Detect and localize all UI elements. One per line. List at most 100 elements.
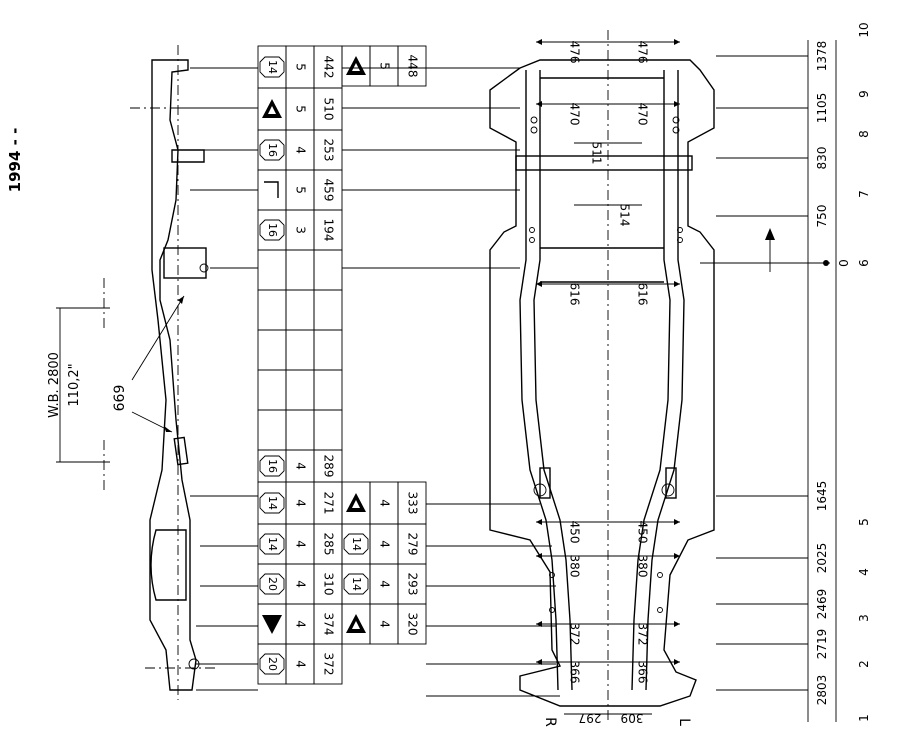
symbol-label: 16: [266, 459, 279, 473]
station-distance: 830: [815, 147, 829, 170]
table-row: 5 459: [257, 169, 343, 211]
count-value: 4: [294, 580, 308, 588]
left-width-value: 470: [568, 103, 582, 126]
length-value: 289: [322, 455, 336, 478]
symbol-label: 14: [266, 60, 279, 74]
count-value: 5: [294, 63, 308, 71]
bottom-dim-left: 309: [621, 711, 644, 725]
table-row: [257, 369, 343, 411]
station-point: 4: [857, 568, 871, 576]
right-width-value: 372: [636, 623, 650, 646]
table-row: 4 320: [341, 603, 427, 645]
station-point: 2: [857, 660, 871, 668]
station-zero-label: 0: [837, 259, 851, 267]
symbol-label: 16: [266, 223, 279, 237]
table-row: 20 4 310: [257, 563, 343, 605]
right-width-value: 380: [636, 555, 650, 578]
station-row: 4 2025: [716, 543, 871, 576]
symbol-label: 20: [266, 577, 279, 591]
octagon-badge: [259, 533, 285, 555]
length-value: 310: [322, 573, 336, 596]
left-width-value: 366: [568, 661, 582, 684]
length-value: 194: [322, 219, 336, 242]
table-row: [257, 289, 343, 331]
table-row: 4 374: [257, 603, 343, 645]
year-label: 1994 - -: [6, 128, 24, 193]
station-point: 7: [857, 190, 871, 198]
station-point: 8: [857, 130, 871, 138]
table-row: 16 3 194: [257, 209, 343, 251]
table-row: [257, 249, 343, 291]
station-row: 5 1645: [716, 481, 871, 526]
length-value: 271: [322, 492, 336, 515]
length-value: 320: [406, 613, 420, 636]
station-row: 9 1105: [716, 90, 871, 123]
count-value: 4: [378, 540, 392, 548]
count-value: 5: [294, 105, 308, 113]
width-row: 514: [574, 204, 642, 226]
table-row: [257, 409, 343, 451]
frame-top-view: R L 297 309: [489, 30, 775, 727]
left-width-value: 380: [568, 555, 582, 578]
right-width-value: 366: [636, 661, 650, 684]
length-value: 279: [406, 533, 420, 556]
count-value: 4: [378, 499, 392, 507]
count-value: 4: [294, 660, 308, 668]
station-point: 5: [857, 518, 871, 526]
station-row: 1 2803: [716, 675, 871, 722]
octagon-badge: [343, 573, 369, 595]
length-value: 442: [322, 56, 336, 79]
length-value: 374: [322, 613, 336, 636]
station-distance: 1378: [815, 41, 829, 72]
count-value: 3: [294, 226, 308, 234]
width-row: 380 380: [536, 553, 680, 577]
wheelbase-inch: 110,2": [67, 363, 82, 406]
count-value: 5: [294, 186, 308, 194]
frame-side-view: [130, 45, 215, 700]
station-distance: 2025: [815, 543, 829, 574]
right-width-value: 450: [636, 521, 650, 544]
station-point: 9: [857, 90, 871, 98]
station-distance: 1105: [815, 93, 829, 124]
wheelbase-dimension: W.B. 2800 110,2": [47, 278, 110, 492]
station-point: 6: [857, 259, 871, 267]
station-row: 6: [700, 259, 871, 267]
side-label-left: L: [676, 718, 692, 726]
length-value: 459: [322, 179, 336, 202]
bracket-icon: [264, 181, 279, 198]
octagon-badge: [259, 56, 285, 78]
station-distance: 2803: [815, 675, 829, 706]
table-row: [257, 329, 343, 371]
count-value: 4: [294, 620, 308, 628]
station-point: 10: [857, 22, 871, 37]
count-value: 4: [294, 462, 308, 470]
table-row: 14 5 442: [257, 45, 343, 89]
length-value: 510: [322, 98, 336, 121]
count-value: 4: [378, 620, 392, 628]
station-point: 1: [857, 714, 871, 722]
octagon-badge: [343, 533, 369, 555]
triangle-down-icon: [262, 615, 282, 634]
octagon-badge: [259, 219, 285, 241]
length-value: 448: [406, 55, 420, 78]
callout-label: 669: [112, 385, 128, 412]
station-row: 10 1378: [716, 22, 871, 71]
station-distance: 1645: [815, 481, 829, 512]
symbol-label: 20: [266, 657, 279, 671]
count-value: 4: [294, 499, 308, 507]
octagon-badge: [259, 573, 285, 595]
side-label-right: R: [542, 717, 558, 727]
